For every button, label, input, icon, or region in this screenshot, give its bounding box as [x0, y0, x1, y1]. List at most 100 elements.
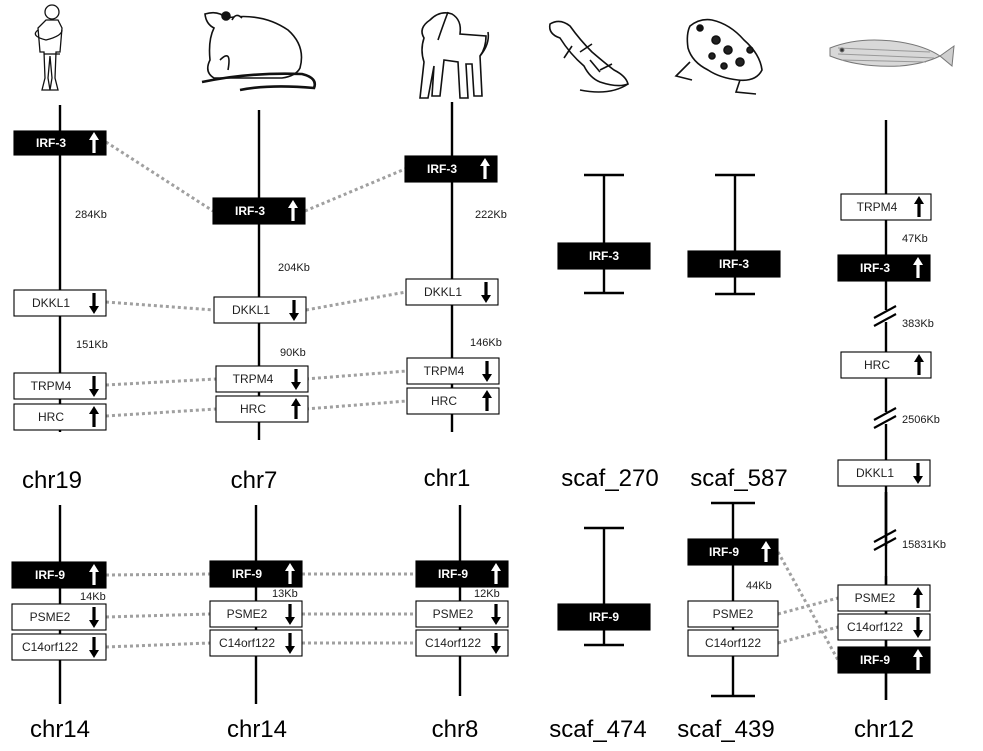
gene-rect — [837, 613, 931, 641]
connector-line — [105, 140, 214, 213]
distance-label: 222Kb — [475, 209, 507, 221]
connector-line — [105, 641, 211, 649]
connector-line — [105, 407, 217, 418]
gene-box: IRF-9 — [687, 538, 779, 566]
axis-break-mark — [873, 415, 897, 429]
connector-line — [105, 612, 211, 619]
gene-box: IRF-3 — [687, 250, 781, 278]
gene-name: IRF-3 — [36, 136, 66, 150]
gene-name: PSME2 — [433, 607, 474, 621]
gene-rect — [837, 584, 931, 612]
gene-rect — [11, 633, 107, 661]
distance-label: 12Kb — [474, 588, 500, 600]
lizard-icon — [548, 20, 629, 93]
gene-rect — [415, 560, 509, 588]
gene-name: HRC — [240, 402, 266, 416]
gene-rect — [13, 289, 107, 317]
gene-rect — [404, 155, 498, 183]
arrow-down-icon — [285, 617, 295, 625]
gene-name: IRF-3 — [589, 249, 619, 263]
gene-box: C14orf122 — [837, 613, 931, 641]
gene-rect — [415, 629, 509, 657]
chromosome-label: scaf_474 — [549, 716, 646, 743]
zebrafish-icon — [829, 39, 955, 67]
arrow-down-icon — [89, 650, 99, 658]
gene-name: HRC — [38, 410, 64, 424]
distance-label: 13Kb — [272, 588, 298, 600]
gene-rect — [837, 459, 931, 487]
synteny-connectors — [105, 140, 840, 661]
connector-line — [304, 167, 406, 213]
gene-name: DKKL1 — [424, 285, 462, 299]
gene-name: C14orf122 — [219, 636, 275, 650]
gene-box: C14orf122 — [415, 629, 509, 657]
gene-box: IRF-9 — [557, 603, 651, 631]
gene-name: DKKL1 — [856, 466, 894, 480]
arrow-down-icon — [491, 646, 501, 654]
gene-boxes: IRF-3DKKL1TRPM4HRCIRF-3DKKL1TRPM4HRCIRF-… — [11, 130, 932, 674]
connector-line — [105, 572, 211, 577]
arrow-up-icon — [285, 563, 295, 571]
gene-name: C14orf122 — [425, 636, 481, 650]
chromosome-label: chr1 — [424, 465, 471, 492]
gene-rect — [213, 296, 307, 324]
distance-label: 151Kb — [76, 339, 108, 351]
distance-label: 14Kb — [80, 591, 106, 603]
gene-box: TRPM4 — [840, 193, 932, 221]
distance-label: 2506Kb — [902, 414, 940, 426]
arrow-up-icon — [914, 354, 924, 362]
gene-rect — [415, 600, 509, 628]
axis-break-mark — [873, 407, 897, 421]
gene-rect — [840, 351, 932, 379]
gene-box: DKKL1 — [405, 278, 499, 306]
gene-box: IRF-3 — [404, 155, 498, 183]
connector-line — [776, 551, 840, 661]
arrow-up-icon — [89, 564, 99, 572]
arrow-up-icon — [491, 563, 501, 571]
distance-label: 90Kb — [280, 347, 306, 359]
gene-name: IRF-3 — [719, 257, 749, 271]
arrow-up-icon — [913, 257, 923, 265]
gene-box: DKKL1 — [13, 289, 107, 317]
gene-name: IRF-9 — [232, 567, 262, 581]
gene-box: IRF-3 — [557, 242, 651, 270]
chromosome-label: scaf_439 — [677, 716, 774, 743]
arrow-up-icon — [89, 406, 99, 414]
gene-rect — [406, 387, 500, 415]
chromosome-label: chr19 — [22, 467, 82, 494]
gene-name: IRF-9 — [860, 653, 890, 667]
gene-box: TRPM4 — [215, 365, 309, 393]
distance-labels: 284Kb151Kb204Kb90Kb222Kb146Kb47Kb383Kb25… — [75, 209, 946, 603]
distance-label: 284Kb — [75, 209, 107, 221]
arrow-down-icon — [89, 306, 99, 314]
arrow-down-icon — [89, 620, 99, 628]
arrow-up-icon — [913, 587, 923, 595]
gene-box: HRC — [406, 387, 500, 415]
gene-rect — [687, 538, 779, 566]
arrow-down-icon — [289, 313, 299, 321]
arrow-up-icon — [482, 390, 492, 398]
dog-icon — [419, 11, 490, 99]
arrow-down-icon — [913, 630, 923, 638]
arrow-down-icon — [491, 617, 501, 625]
axis-break-mark — [873, 305, 897, 319]
arrow-down-icon — [285, 646, 295, 654]
gene-box: PSME2 — [837, 584, 931, 612]
gene-name: TRPM4 — [424, 364, 465, 378]
chromosome-label: scaf_587 — [690, 465, 787, 492]
gene-name: HRC — [431, 394, 457, 408]
gene-box: C14orf122 — [687, 629, 779, 657]
arrow-down-icon — [481, 295, 491, 303]
distance-label: 383Kb — [902, 318, 934, 330]
distance-label: 44Kb — [746, 580, 772, 592]
gene-name: IRF-9 — [438, 567, 468, 581]
gene-box: PSME2 — [209, 600, 303, 628]
chromosome-label: chr14 — [227, 716, 287, 743]
gene-box: IRF-9 — [209, 560, 303, 588]
gene-rect — [212, 197, 306, 225]
rat-icon — [201, 11, 317, 92]
gene-box: DKKL1 — [837, 459, 931, 487]
gene-rect — [215, 365, 309, 393]
gene-rect — [557, 242, 651, 270]
